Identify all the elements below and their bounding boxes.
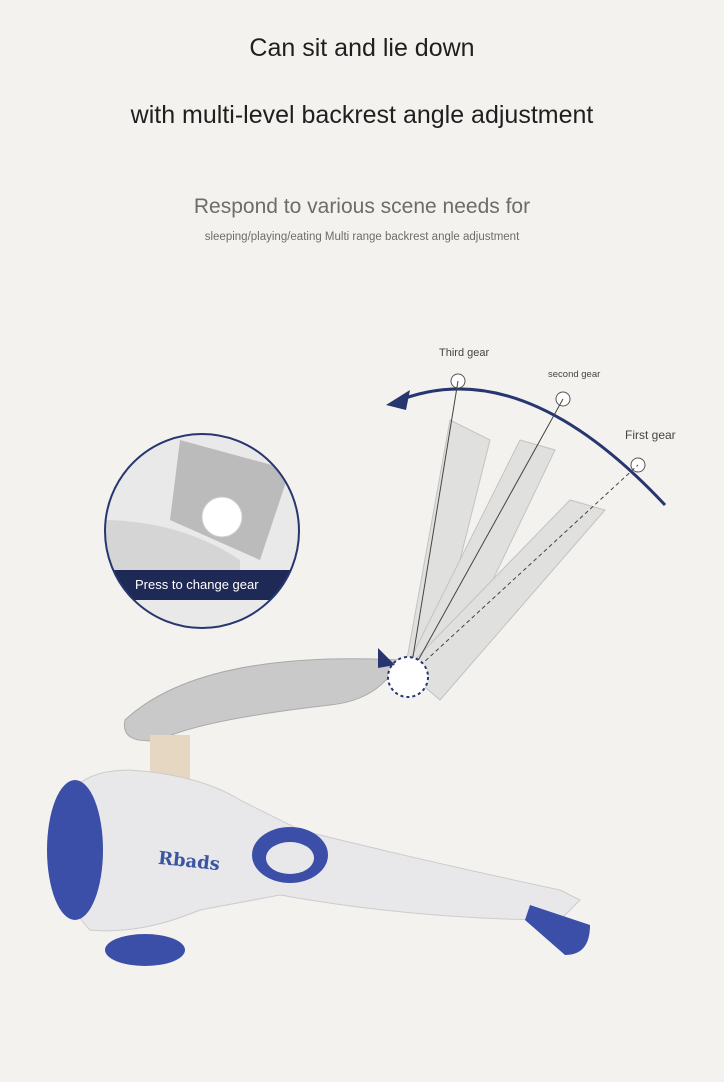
hinge-arrow-icon: [378, 648, 395, 668]
callout-border: [104, 433, 300, 629]
seat: [123, 658, 401, 742]
third-gear-line: [409, 380, 459, 676]
first-gear-line: [409, 464, 639, 676]
first-gear-label: First gear: [625, 428, 676, 442]
third-gear-label: Third gear: [439, 347, 490, 359]
arrow-left-icon: [386, 390, 410, 410]
second-gear-line: [409, 398, 564, 676]
subheading-line-1: Respond to various scene needs for: [193, 195, 531, 218]
second-gear-label: second gear: [548, 369, 601, 380]
subheading-line-2: sleeping/playing/eating Multi range back…: [204, 231, 520, 243]
heading-line-2: with multi-level backrest angle adjustme…: [130, 101, 594, 129]
heading-line-1: Can sit and lie down: [249, 34, 475, 62]
base-end-cap: [47, 780, 103, 920]
zoom-callout: [105, 434, 299, 628]
base-foot-front: [105, 934, 185, 966]
base-handle-hole: [266, 842, 314, 874]
callout-label: Press to change gear: [135, 577, 259, 592]
backrest-positions: [404, 419, 606, 701]
gear-arc: [394, 387, 667, 507]
hinge-button: [387, 656, 429, 698]
base-foot-rear: [525, 905, 590, 955]
